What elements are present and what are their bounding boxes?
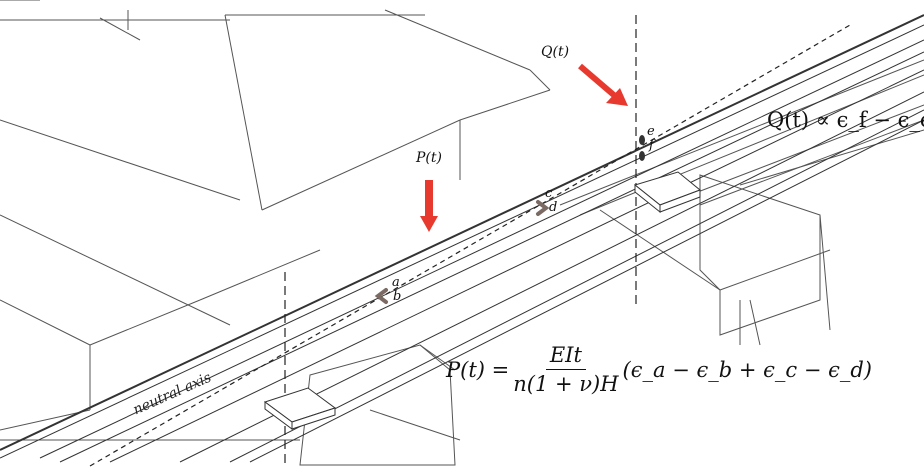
rail bbox=[0, 14, 924, 463]
strain-gauge-cd bbox=[536, 200, 550, 216]
strain-gauge-ef bbox=[639, 135, 645, 161]
gauge-label-d: d bbox=[549, 200, 558, 215]
tie-plate-right bbox=[633, 171, 701, 214]
P-equation-rhs: (ϵ_a − ϵ_b + ϵ_c − ϵ_d) bbox=[622, 357, 872, 382]
Q-load-label: Q(t) bbox=[541, 44, 570, 60]
gauge-label-e: e bbox=[647, 124, 655, 139]
gauge-label-c: c bbox=[545, 186, 553, 201]
neutral-axis-line bbox=[89, 24, 851, 467]
P-equation-numerator: EIt bbox=[545, 343, 586, 370]
P-load-label: P(t) bbox=[416, 150, 442, 166]
gauge-label-b: b bbox=[393, 289, 402, 304]
P-equation: P(t) = EIt n(1 + ν)H (ϵ_a − ϵ_b + ϵ_c − … bbox=[446, 343, 872, 396]
Q-equation: Q(t) ∝ ϵ_f − ϵ_e bbox=[767, 108, 924, 132]
P-equation-denominator: n(1 + ν)H bbox=[513, 372, 619, 396]
load-arrow-Q bbox=[578, 63, 628, 106]
P-equation-lhs: P(t) = bbox=[446, 357, 510, 382]
gauge-label-f: f bbox=[649, 138, 654, 153]
strain-gauge-ab bbox=[374, 288, 388, 304]
P-equation-fraction: EIt n(1 + ν)H bbox=[513, 343, 618, 396]
gauge-label-a: a bbox=[392, 275, 400, 290]
tie-plate-left bbox=[263, 387, 337, 430]
load-arrow-P bbox=[420, 180, 438, 232]
